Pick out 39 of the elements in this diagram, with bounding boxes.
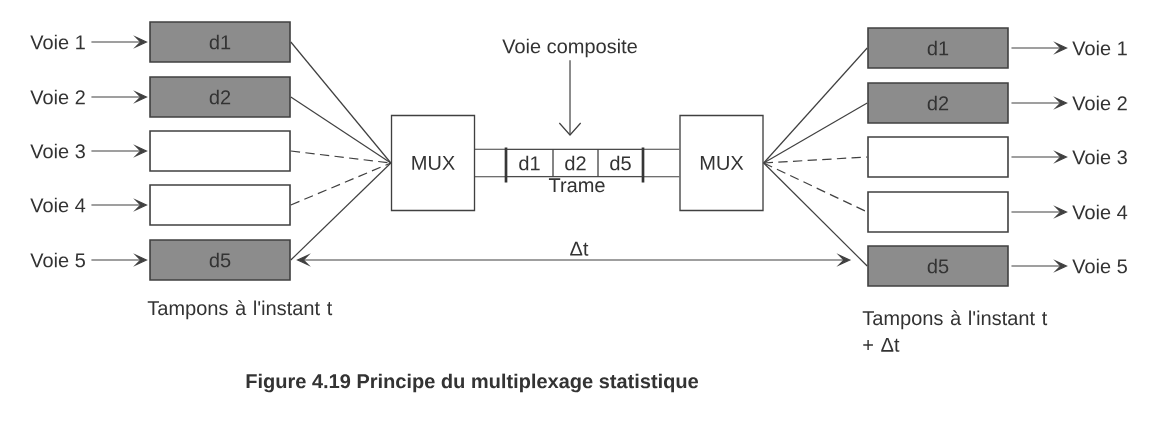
- connector-line: [763, 47, 868, 164]
- buffer-box: [149, 184, 291, 226]
- buffer-box: d2: [867, 82, 1009, 124]
- channel-label: Voie 3: [30, 143, 85, 159]
- buffer-box: d2: [149, 76, 291, 118]
- mux-box: MUX: [390, 114, 476, 212]
- buffer-box: [867, 136, 1009, 178]
- connector-line: [763, 102, 868, 164]
- channel-label: Voie 3: [1072, 149, 1127, 165]
- buffer-box: d1: [149, 21, 291, 63]
- buffer-box: [149, 130, 291, 172]
- frame-cell: d5: [597, 149, 644, 177]
- channel-label: Voie 1: [30, 34, 85, 50]
- channel-label: Voie 5: [1072, 258, 1127, 274]
- caption-text: Tampons à l'instant t: [147, 300, 333, 320]
- mux-box: MUX: [679, 114, 764, 212]
- connector-line: [763, 162, 868, 267]
- buffer-box: d5: [149, 239, 291, 281]
- connector-line: [290, 96, 392, 164]
- connector-line: [763, 162, 868, 213]
- channel-label: Voie 5: [30, 252, 85, 268]
- buffer-box: d5: [867, 245, 1009, 287]
- frame-cell: d2: [552, 149, 599, 177]
- channel-label: Voie 1: [1072, 40, 1127, 56]
- figure-caption: Figure 4.19 Principe du multiplexage statistique: [246, 373, 699, 393]
- arrow: [558, 59, 582, 136]
- edge-label: Δt: [568, 240, 590, 258]
- frame-cell: d1: [505, 149, 554, 177]
- channel-label: Voie 2: [1072, 95, 1127, 111]
- channel-label: Voie 4: [1072, 204, 1128, 220]
- channel-label: Voie 2: [30, 89, 85, 105]
- connector-line: [290, 41, 392, 164]
- connector-line: [290, 162, 392, 261]
- buffer-box: d1: [867, 27, 1009, 69]
- channel-label: Voie 4: [30, 197, 86, 213]
- channel-label: Voie composite: [502, 38, 637, 58]
- caption-text: Tampons à l'instant t + Δt: [862, 310, 1048, 352]
- connector-line: [763, 156, 868, 164]
- buffer-box: [867, 191, 1009, 233]
